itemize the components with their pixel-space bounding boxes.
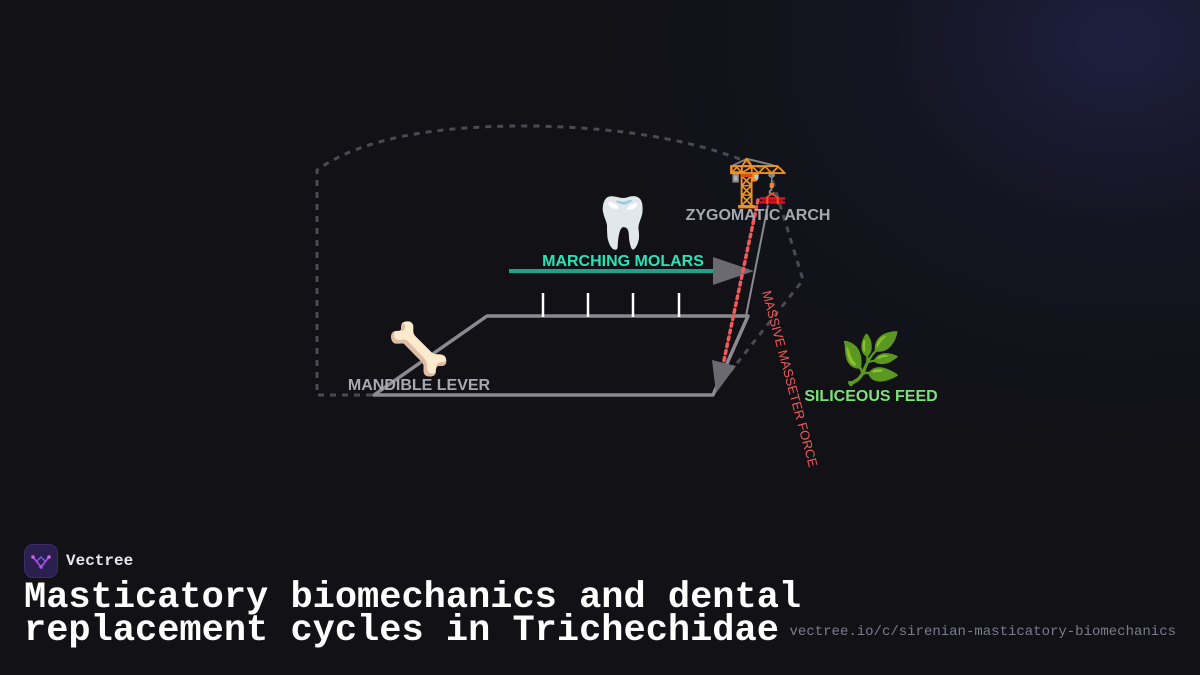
vectree-logo-icon: [24, 544, 58, 578]
title-line-2: replacement cycles in Trichechidae: [24, 610, 779, 652]
source-url[interactable]: vectree.io/c/sirenian-masticatory-biomec…: [789, 624, 1176, 640]
zygomatic-arch-label: ZYGOMATIC ARCH: [686, 207, 831, 224]
brand: Vectree: [24, 544, 133, 578]
marching-molars-label: MARCHING MOLARS: [542, 253, 704, 270]
bone-icon: 🦴: [388, 319, 450, 378]
zygomatic-strut: [745, 204, 769, 317]
masseter-force-arrowhead: [712, 360, 736, 393]
masseter-force-line: [721, 198, 760, 367]
siliceous-feed-label: SILICEOUS FEED: [804, 388, 937, 405]
mandible-lever-label: MANDIBLE LEVER: [348, 377, 491, 394]
skull-outline: [315, 124, 805, 397]
crane-icon: 🏗️: [727, 152, 789, 210]
tooth-icon: 🦷: [592, 194, 654, 252]
masseter-force-label: MASSIVE MASSETER FORCE: [759, 289, 821, 469]
title-line-1: Masticatory biomechanics and dental: [24, 577, 802, 619]
brand-name: Vectree: [66, 552, 134, 570]
mandible-lever-shape: [372, 314, 750, 397]
molar-progression-arrowhead: [713, 257, 754, 285]
page-title: Masticatory biomechanics and dental repl…: [24, 580, 804, 650]
plant-icon: 🌿: [840, 330, 902, 388]
